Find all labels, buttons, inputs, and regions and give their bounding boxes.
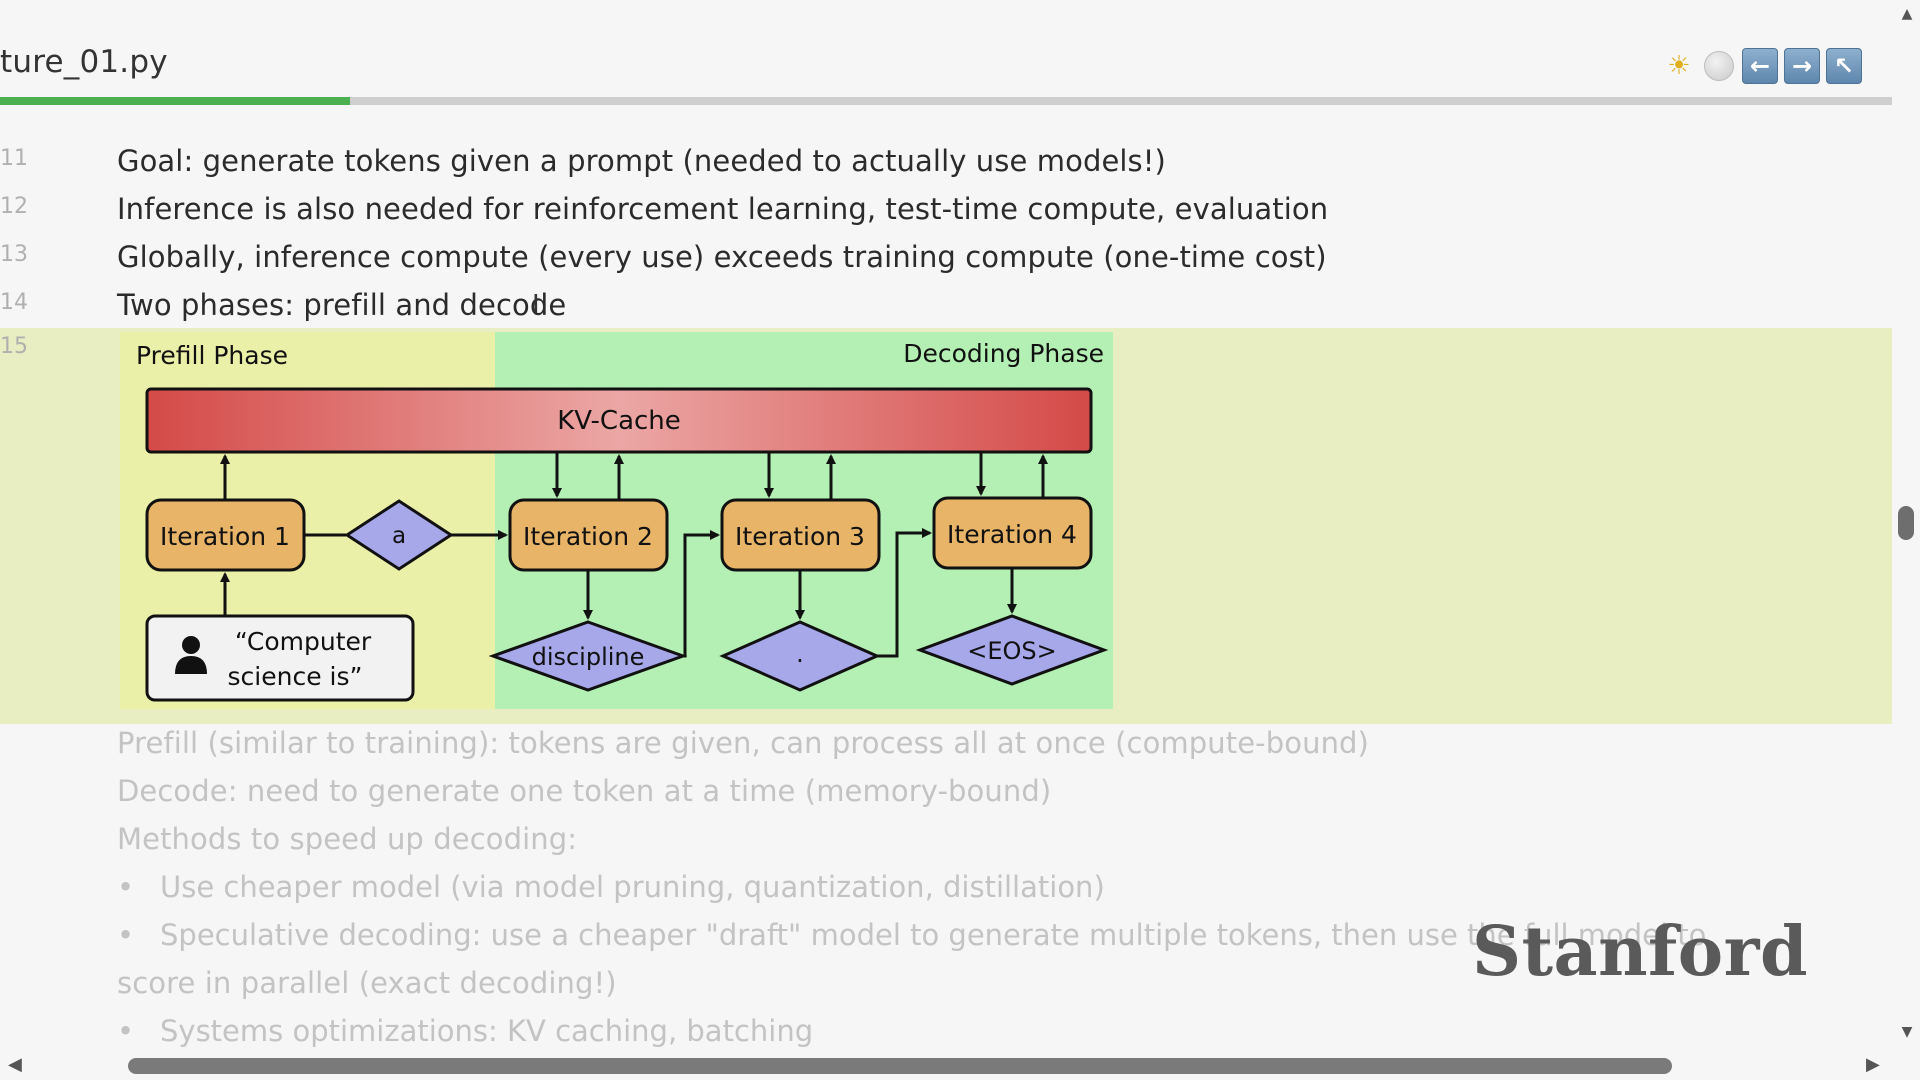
horizontal-scroll-thumb[interactable]: [128, 1058, 1672, 1074]
code-line: Methods to speed up decoding:: [0, 818, 1892, 866]
line-number: 12: [0, 194, 28, 219]
user-icon: [175, 636, 207, 674]
bullet-icon: •: [117, 1014, 135, 1048]
scroll-up-icon[interactable]: ▲: [1901, 6, 1913, 22]
scroll-right-icon[interactable]: ▶: [1866, 1054, 1880, 1075]
text-cursor-icon: I: [532, 290, 540, 320]
line-number: 15: [0, 334, 28, 359]
prompt-box: [145, 614, 415, 702]
token-a-diamond: [344, 499, 454, 571]
iteration-2-label: Iteration 2: [523, 522, 653, 551]
code-line: 14 Two phases: prefill and decode: [0, 284, 1892, 332]
back-arrow-icon[interactable]: ←: [1742, 48, 1778, 84]
code-line: Decode: need to generate one token at a …: [0, 770, 1892, 818]
arrow-period-to-iter4: [877, 528, 932, 658]
bullet-line: • Use cheaper model (via model pruning, …: [0, 866, 1892, 914]
scroll-left-icon[interactable]: ◀: [8, 1054, 22, 1075]
line-text: Goal: generate tokens given a prompt (ne…: [117, 144, 1166, 178]
line-text: Globally, inference compute (every use) …: [117, 240, 1327, 274]
code-line: 12 Inference is also needed for reinforc…: [0, 188, 1892, 236]
token-discipline-label: discipline: [532, 643, 645, 671]
code-line: 11 Goal: generate tokens given a prompt …: [0, 140, 1892, 188]
prefill-phase-label: Prefill Phase: [136, 341, 288, 370]
line-text: Methods to speed up decoding:: [117, 822, 578, 856]
kv-cache-bar: [145, 387, 1093, 454]
toolbar: ☀ ← → ↖: [1662, 48, 1862, 84]
expand-arrow-icon[interactable]: ↖: [1826, 48, 1862, 84]
token-period-diamond: [719, 620, 881, 692]
bullet-icon: •: [117, 870, 135, 904]
forward-arrow-icon[interactable]: →: [1784, 48, 1820, 84]
token-a-label: a: [392, 523, 406, 549]
vertical-scrollbar[interactable]: ▲ ▼: [1894, 0, 1920, 1060]
kv-cache-label: KV-Cache: [557, 406, 681, 436]
theme-sun-icon[interactable]: ☀: [1667, 51, 1691, 81]
circle-icon: [1704, 51, 1734, 81]
decoding-phase-label: Decoding Phase: [903, 339, 1104, 368]
file-tab-title[interactable]: ture_01.py: [0, 44, 168, 80]
vertical-scroll-thumb[interactable]: [1898, 506, 1914, 540]
token-eos-label: <EOS>: [967, 637, 1057, 665]
bullet-text: Speculative decoding: use a cheaper "dra…: [160, 918, 1707, 952]
scroll-down-icon[interactable]: ▼: [1901, 1024, 1913, 1040]
line-text: Decode: need to generate one token at a …: [117, 774, 1052, 808]
prefill-decode-diagram: Prefill Phase Decoding Phase KV-Cache It…: [120, 332, 1113, 709]
code-line: Prefill (similar to training): tokens ar…: [0, 722, 1892, 770]
line-text: Two phases: prefill and decode: [117, 288, 567, 322]
line-text: Inference is also needed for reinforceme…: [117, 192, 1329, 226]
line-text: score in parallel (exact decoding!): [117, 966, 617, 1000]
line-text: Prefill (similar to training): tokens ar…: [117, 726, 1369, 760]
bullet-text: Use cheaper model (via model pruning, qu…: [160, 870, 1105, 904]
bullet-line: • Systems optimizations: KV caching, bat…: [0, 1010, 1892, 1058]
bullet-text: Systems optimizations: KV caching, batch…: [160, 1014, 814, 1048]
token-period-label: .: [796, 640, 804, 668]
line-number: 11: [0, 146, 28, 171]
token-discipline-diamond: [488, 620, 688, 692]
progress-fill: [0, 97, 351, 105]
iteration-3-label: Iteration 3: [735, 522, 865, 551]
iteration-4-label: Iteration 4: [947, 520, 1077, 549]
horizontal-scrollbar[interactable]: ◀ ▶: [0, 1052, 1894, 1080]
code-line: 13 Globally, inference compute (every us…: [0, 236, 1892, 284]
prompt-line-2: science is”: [228, 662, 363, 691]
bullet-line: • Speculative decoding: use a cheaper "d…: [0, 914, 1892, 962]
bullet-continuation-line: score in parallel (exact decoding!): [0, 962, 1892, 1010]
arrow-discipline-to-iter3: [683, 530, 720, 658]
token-eos-diamond: [915, 614, 1109, 686]
record-circle-button[interactable]: [1702, 49, 1736, 83]
iteration-1-label: Iteration 1: [160, 522, 290, 551]
line-number: 13: [0, 242, 28, 267]
bullet-icon: •: [117, 918, 135, 952]
progress-bar: [0, 97, 1892, 105]
editor-header: ture_01.py ☀ ← → ↖: [0, 0, 1920, 108]
line-number: 14: [0, 290, 28, 315]
stanford-watermark: Stanford: [1472, 912, 1808, 992]
prompt-line-1: “Computer: [235, 627, 372, 656]
